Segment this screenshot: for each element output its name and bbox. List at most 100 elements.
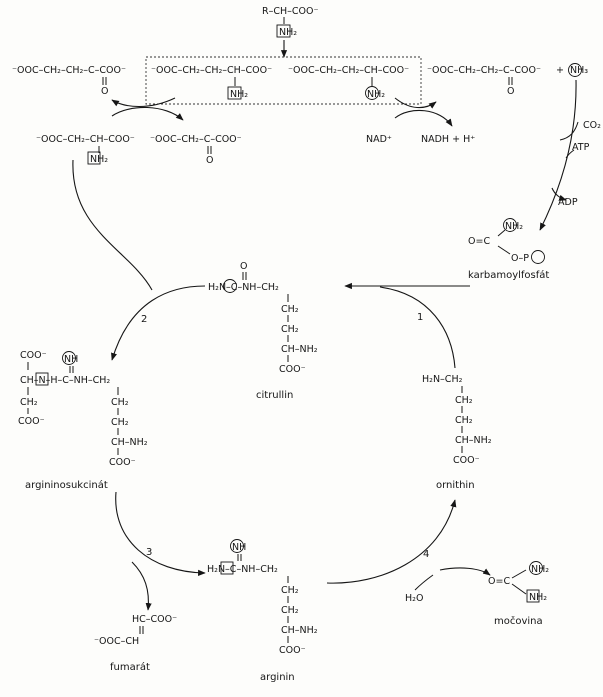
urea-bond-1 [511, 569, 527, 579]
argsuc-n-box [35, 372, 49, 386]
glutamate-1-n-box [227, 86, 242, 100]
glutamate-pool-box [145, 56, 422, 105]
arginine-imine-circle [230, 539, 244, 553]
argsuc-ch2-b: CH₂ [111, 417, 129, 428]
carbamoyl-phosphate-group: O–P [511, 253, 529, 264]
arginine-coo: COO⁻ [279, 645, 306, 656]
arginine-ch2-b: CH₂ [281, 605, 299, 616]
keto-oxygen-left: O [101, 86, 108, 97]
citrullin-ch2-b: CH₂ [281, 324, 299, 335]
argsuc-ch: CH–NH₂ [111, 437, 148, 448]
ornithin-to-citrullin-curve [379, 286, 456, 369]
argsuc-coo-top: COO⁻ [20, 350, 47, 361]
citrullin-formula: H₂N–C–NH–CH₂ [208, 282, 279, 293]
ornithin-ch: CH–NH₂ [455, 435, 492, 446]
citrullin-ch2-a: CH₂ [281, 304, 299, 315]
water-entry [414, 574, 434, 591]
step-3-label: 3 [146, 547, 152, 558]
aspartate-n-box [87, 151, 101, 165]
argsuc-ch2-a: CH₂ [111, 397, 129, 408]
ammonia-n-circle [568, 63, 582, 77]
water: H₂O [405, 593, 423, 604]
carbamoyl-carbonyl: O=C [468, 236, 490, 247]
fumarate-name: fumarát [110, 661, 150, 673]
ornithin-ch2-b: CH₂ [455, 415, 473, 426]
urea-name: močovina [494, 615, 543, 627]
arginine-to-ornithine-arrow [326, 499, 457, 584]
urea-carbonyl: O=C [488, 576, 510, 587]
fumarate-line-1: HC–COO⁻ [132, 614, 177, 625]
citrullin-to-argininosuccinate-arrow [111, 285, 206, 361]
fumarate-line-2: ⁻OOC–CH [94, 636, 139, 647]
urea-amine-1: NH₂ [531, 564, 549, 575]
plus-sign: + [556, 65, 564, 76]
arginine-n-box [220, 561, 234, 575]
argsuc-imine: NH [64, 354, 78, 365]
arginine-ch2-a: CH₂ [281, 585, 299, 596]
alpha-ketoglutarate-left: ⁻OOC–CH₂–CH₂–C–COO⁻ [12, 65, 126, 76]
oxaloacetate: ⁻OOC–CH₂–C–COO⁻ [150, 134, 242, 145]
co2-branch [559, 121, 579, 141]
fumarate-release-arrow [131, 561, 152, 611]
amino-acid-amine: NH₂ [279, 27, 297, 38]
ornithin-amine: H₂N–CH₂ [422, 374, 463, 385]
citrullin-coo: COO⁻ [279, 364, 306, 375]
aspartate-entry-curve [72, 159, 153, 291]
carbamoyl-n-circle [503, 218, 517, 232]
citrullin-n-circle [223, 279, 237, 293]
alpha-ketoglutarate-right: ⁻OOC–CH₂–CH₂–C–COO⁻ [427, 65, 541, 76]
argsuc-ch2-left: CH₂ [20, 397, 38, 408]
urea-bond-2 [511, 583, 527, 595]
arginine-imine: NH [232, 542, 246, 553]
urea-n-box [526, 589, 540, 603]
argsuc-coo: COO⁻ [109, 457, 136, 468]
adp-branch [551, 187, 567, 201]
arginine-main-chain: H₂N–C–NH–CH₂ [207, 564, 278, 575]
argininosuccinate-to-arginine-arrow [115, 491, 206, 576]
phosphate-p-circle [531, 250, 545, 264]
aspartate: ⁻OOC–CH₂–CH–COO⁻ [36, 134, 135, 145]
keto-oxygen-right: O [507, 86, 514, 97]
urea-amine-2: NH₂ [529, 592, 547, 603]
atp-branch [565, 149, 575, 159]
step-4-label: 4 [423, 549, 429, 560]
citrullin-oxygen: O [240, 261, 247, 272]
left-exchange-arrow-a [111, 97, 176, 107]
urea-n-circle-1 [529, 561, 543, 575]
carbamoyl-bond-2 [497, 245, 511, 255]
step-1-label: 1 [417, 312, 423, 323]
co2: CO₂ [583, 120, 601, 131]
citrullin-ch: CH–NH₂ [281, 344, 318, 355]
left-exchange-arrow-b [111, 106, 184, 121]
citrullin-name: citrullin [256, 390, 293, 401]
argsuc-coo-left: COO⁻ [18, 416, 45, 427]
glutamate-2: ⁻OOC–CH₂–CH₂–CH–COO⁻ [288, 65, 409, 76]
atp: ATP [572, 142, 590, 153]
aspartate-amine: NH₂ [90, 154, 108, 165]
amino-acid-formula: R–CH–COO⁻ [262, 6, 318, 17]
nad-plus: NAD⁺ [366, 134, 392, 145]
carbamoyl-bond-1 [497, 229, 506, 237]
ornithin-ch2-a: CH₂ [455, 395, 473, 406]
right-exchange-arrow-a [394, 97, 437, 109]
step-2-label: 2 [141, 314, 147, 325]
glutamate-2-n-circle [365, 86, 379, 100]
ornithin-coo: COO⁻ [453, 455, 480, 466]
amino-n-box [276, 24, 291, 38]
arginine-ch: CH–NH₂ [281, 625, 318, 636]
argsuc-main-chain: CH–N–H–C–NH–CH₂ [20, 375, 110, 386]
oxalo-oxygen: O [206, 155, 213, 166]
carbamoylphosphate-name: karbamoylfosfát [468, 269, 549, 281]
adp: ADP [558, 197, 578, 208]
urea-release-arrow [439, 567, 491, 576]
argsuc-imine-circle [62, 351, 76, 365]
nadh: NADH + H⁺ [421, 134, 475, 145]
glutamate-2-amine: NH₂ [367, 89, 385, 100]
arginine-name: arginin [260, 672, 295, 683]
argininosuccinate-name: argininosukcinát [25, 479, 108, 491]
glutamate-1-amine: NH₂ [230, 89, 248, 100]
glutamate-1: ⁻OOC–CH₂–CH₂–CH–COO⁻ [151, 65, 272, 76]
ornithin-name: ornithin [436, 480, 475, 491]
